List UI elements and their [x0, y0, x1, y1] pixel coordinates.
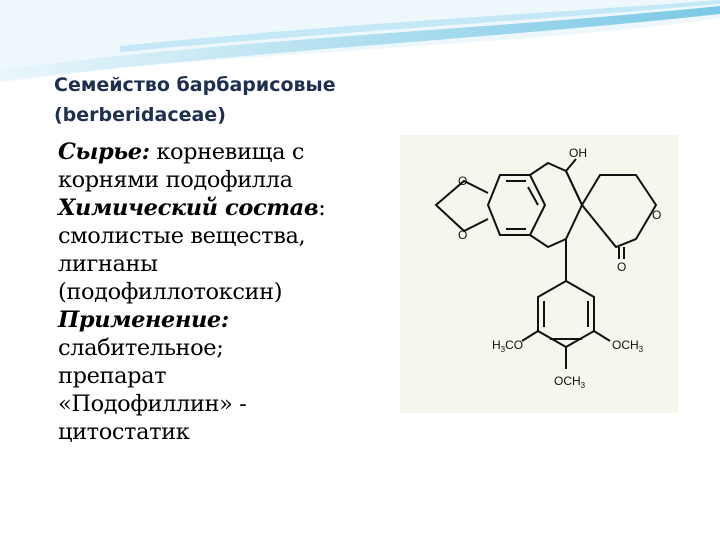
usage-label: Применение:	[58, 307, 229, 333]
atom-o-ring: O	[652, 208, 661, 222]
atom-labels: OH O O O O H3CO OCH3 OCH3	[458, 146, 661, 390]
composition-text-1: смолистые вещества,	[58, 223, 306, 249]
raw-line-1: Сырье: корневища с	[58, 138, 398, 166]
podophyllotoxin-structure-diagram: OH O O O O H3CO OCH3 OCH3	[400, 135, 678, 413]
composition-label: Химический состав	[58, 195, 319, 221]
figure-background	[400, 135, 678, 413]
header-swoosh-decoration	[0, 0, 720, 82]
composition-line-1: Химический состав:	[58, 194, 398, 222]
usage-text-1: слабительное;	[58, 335, 224, 361]
composition-text-3: (подофиллотоксин)	[58, 279, 283, 305]
atom-o-left-top: O	[458, 174, 467, 188]
methoxy-left-label: H3CO	[492, 338, 523, 354]
atom-oh: OH	[569, 146, 587, 160]
slide-body: Сырье: корневища с корнями подофилла Хим…	[58, 138, 398, 446]
molecule-bonds	[434, 158, 658, 369]
dioxole-ring	[434, 179, 489, 233]
usage-text-4: цитостатик	[58, 419, 190, 445]
composition-colon: :	[318, 195, 326, 221]
title-line-1: Семейство барбарисовые	[54, 74, 336, 96]
raw-text-2: корнями подофилла	[58, 167, 293, 193]
methoxy-right-label: OCH3	[612, 338, 644, 354]
raw-label: Сырье:	[58, 139, 150, 165]
slide-title: Семейство барбарисовые (berberidaceae)	[54, 70, 394, 130]
composition-text-2: лигнаны	[58, 251, 158, 277]
methoxy-bottom-label: OCH3	[554, 374, 586, 390]
atom-o-left-bottom: O	[458, 228, 467, 242]
ring-c	[581, 174, 658, 249]
usage-text-2: препарат	[58, 363, 167, 389]
atom-o-carbonyl: O	[617, 260, 626, 274]
usage-text-3: «Подофиллин» -	[58, 391, 247, 417]
title-line-2: (berberidaceae)	[54, 104, 226, 126]
raw-text-1: корневища с	[149, 139, 305, 165]
